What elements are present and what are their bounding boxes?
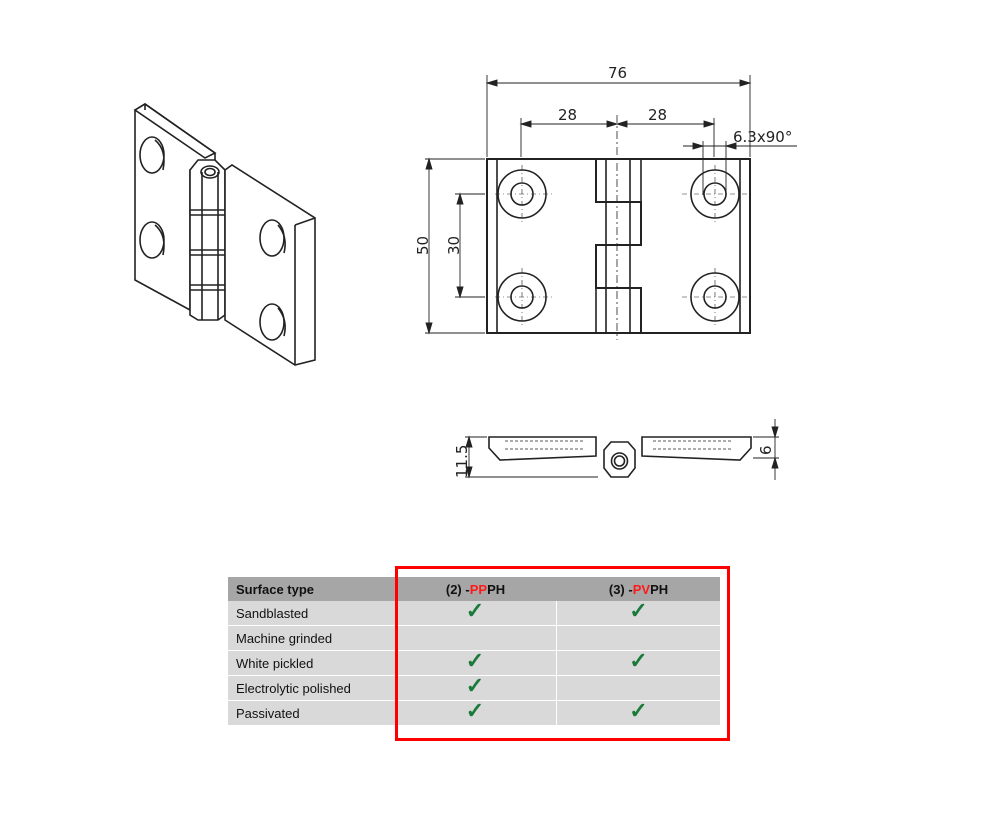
dim-overall-height: 50 xyxy=(414,236,432,255)
header-surface-type: Surface type xyxy=(228,577,394,601)
table-row: Sandblasted ✓ ✓ xyxy=(228,598,720,626)
table-header-row: Surface type (2) -PPPH (3) -PVPH xyxy=(228,577,720,601)
checkmark-icon: ✓ xyxy=(629,648,648,673)
table-row: White pickled ✓ ✓ xyxy=(228,648,720,676)
checkmark-icon: ✓ xyxy=(465,673,485,698)
table-row: Passivated ✓ ✓ xyxy=(228,698,720,726)
hinge-technical-drawing: 76 28 28 6.3x90° 50 30 xyxy=(133,64,797,480)
header-pp-variant: (2) -PPPH xyxy=(394,577,557,601)
table-row: Machine grinded xyxy=(228,626,720,651)
checkmark-icon: ✓ xyxy=(465,598,485,623)
dim-leaf-thickness: 6 xyxy=(757,445,775,455)
checkmark-icon: ✓ xyxy=(629,698,648,723)
checkmark-icon: ✓ xyxy=(465,698,485,723)
surface-type-table: Surface type (2) -PPPH (3) -PVPH Sandbla… xyxy=(228,577,720,726)
dim-total-thickness: 11.5 xyxy=(453,445,471,478)
side-view xyxy=(465,419,779,480)
dim-countersink: 6.3x90° xyxy=(733,128,792,146)
dim-hole-spacing-right: 28 xyxy=(648,106,667,124)
row-label: Passivated xyxy=(228,701,394,726)
dim-hole-spacing-left: 28 xyxy=(558,106,577,124)
dimension-lines xyxy=(425,75,797,335)
header-pv-variant: (3) -PVPH xyxy=(557,577,720,601)
dim-overall-width: 76 xyxy=(608,64,627,82)
isometric-hinge-view xyxy=(133,103,316,366)
table-row: Electrolytic polished ✓ xyxy=(228,673,720,701)
row-label: Electrolytic polished xyxy=(228,676,394,701)
row-label: White pickled xyxy=(228,651,394,676)
front-view xyxy=(486,115,751,340)
dim-hole-vertical-spacing: 30 xyxy=(445,236,463,255)
row-label: Machine grinded xyxy=(228,626,394,651)
checkmark-icon: ✓ xyxy=(629,598,648,623)
checkmark-icon: ✓ xyxy=(465,648,485,673)
row-label: Sandblasted xyxy=(228,601,394,626)
